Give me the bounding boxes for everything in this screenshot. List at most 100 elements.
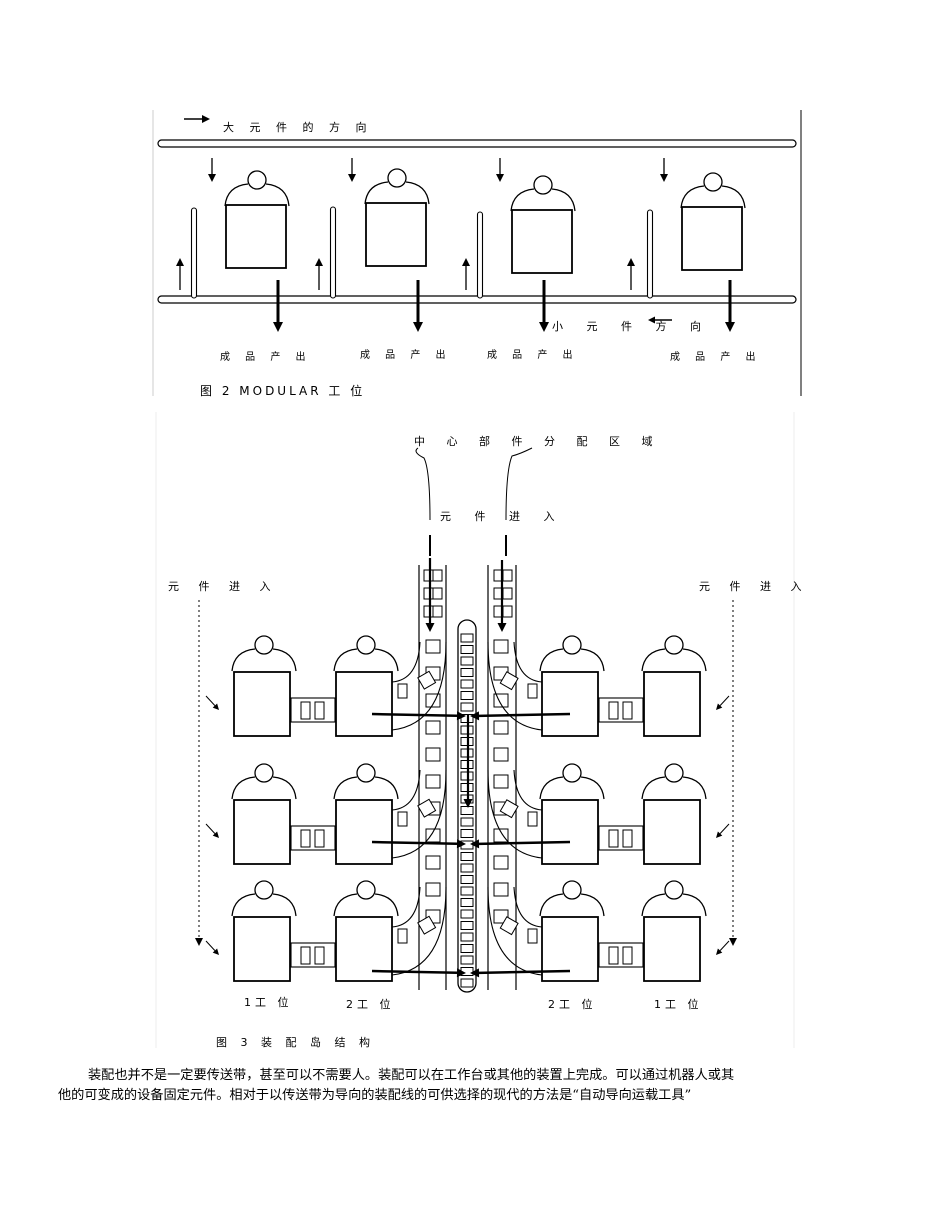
part-box — [300, 946, 311, 965]
f3-worker-3-4 — [641, 880, 707, 917]
f3-worker-1-2 — [333, 635, 399, 672]
part-box — [432, 587, 443, 600]
part-box — [417, 798, 437, 818]
part-box — [397, 928, 408, 944]
central-slot — [460, 921, 474, 930]
center-distribution-label: 中 心 部 件 分 配 区 域 — [414, 435, 662, 448]
f3-worker-1-3 — [539, 635, 605, 672]
right-feed-arrow-icon-1 — [470, 711, 571, 721]
curved-lane — [391, 641, 447, 731]
part-box — [423, 605, 434, 618]
central-slot — [460, 679, 474, 689]
station-label-3: 2工 位 — [548, 998, 597, 1011]
central-slot — [460, 633, 474, 643]
right-diag-arrow-icon-2 — [716, 823, 730, 838]
up-arrow-icon-4 — [627, 258, 635, 290]
station-label-4: 1工 位 — [654, 998, 703, 1011]
part-box — [425, 855, 441, 870]
part-box — [425, 639, 441, 654]
part-box — [425, 720, 441, 735]
central-slot — [460, 702, 474, 712]
f3-worker-2-2 — [333, 763, 399, 800]
left-diag-arrow-icon-3 — [205, 940, 219, 955]
part-box — [493, 855, 509, 870]
part-box — [502, 605, 513, 618]
right-diag-arrow-icon-1 — [716, 695, 730, 710]
part-box — [622, 829, 633, 848]
left-diag-arrow-icon-1 — [205, 695, 219, 710]
part-box — [608, 829, 619, 848]
part-box — [432, 569, 443, 582]
output-arrow-icon-3 — [539, 280, 549, 332]
station-label-2: 2工 位 — [346, 998, 395, 1011]
central-slot — [460, 898, 474, 907]
f3-workbench-3-4 — [643, 916, 701, 982]
central-slot — [460, 691, 474, 700]
central-slot — [460, 932, 474, 942]
workbench-1 — [225, 204, 287, 269]
central-slot — [460, 978, 474, 988]
figure-3-caption: 图 3 装 配 岛 结 构 — [216, 1036, 375, 1049]
f3-worker-2-4 — [641, 763, 707, 800]
left-feed-arrow-icon-3 — [371, 968, 466, 978]
f3-worker-3-2 — [333, 880, 399, 917]
part-box — [397, 811, 408, 827]
central-slot — [460, 909, 474, 919]
output-label-1: 成 品 产 出 — [220, 352, 312, 363]
mini-conveyor-left-2 — [290, 825, 336, 851]
part-box — [432, 605, 443, 618]
f3-workbench-1-2 — [335, 671, 393, 737]
body-text-line-1: 装配也并不是一定要传送带，甚至可以不需要人。装配可以在工作台或其他的装置上完成。… — [88, 1068, 735, 1083]
workbench-3 — [511, 209, 573, 274]
small-component-direction-label: 小 元 件 方 向 — [552, 320, 711, 333]
mini-conveyor-left-3 — [290, 942, 336, 968]
part-box — [300, 701, 311, 720]
output-label-2: 成 品 产 出 — [360, 350, 452, 361]
worker-4 — [680, 172, 746, 209]
central-slot — [460, 829, 474, 838]
part-box — [493, 828, 509, 843]
down-arrow-icon-2 — [348, 158, 356, 182]
right-diag-arrow-icon-3 — [716, 940, 730, 955]
central-slot — [460, 886, 474, 896]
f3-worker-1-1 — [231, 635, 297, 672]
left-feed-arrow-icon-2 — [371, 839, 466, 849]
part-box — [622, 946, 633, 965]
f3-workbench-2-2 — [335, 799, 393, 865]
direction-arrow-icon — [184, 115, 210, 123]
f3-workbench-1-3 — [541, 671, 599, 737]
f3-workbench-1-4 — [643, 671, 701, 737]
up-arrow-icon-3 — [462, 258, 470, 290]
curved-lane — [391, 886, 421, 928]
curved-lane — [513, 886, 543, 928]
part-box — [527, 683, 538, 699]
figure-2-caption: 图 2 MODULAR 工 位 — [200, 384, 366, 398]
workbench-2 — [365, 202, 427, 267]
curved-lane — [391, 769, 447, 859]
f3-workbench-3-1 — [233, 916, 291, 982]
part-box — [314, 946, 325, 965]
part-box — [417, 915, 437, 935]
central-slot — [460, 852, 474, 861]
big-component-direction-label: 大 元 件 的 方 向 — [223, 121, 373, 134]
central-slot — [460, 863, 474, 873]
down-arrow-icon-4 — [660, 158, 668, 182]
mini-conveyor-left-1 — [290, 697, 336, 723]
worker-1 — [224, 170, 290, 207]
output-arrow-icon-1 — [273, 280, 283, 332]
right-brace — [505, 447, 533, 521]
central-slot — [460, 817, 474, 827]
part-box — [425, 828, 441, 843]
part-box — [417, 670, 437, 690]
mini-conveyor-right-3 — [598, 942, 644, 968]
central-slot — [460, 944, 474, 953]
f3-worker-3-3 — [539, 880, 605, 917]
part-box — [499, 916, 519, 936]
center-down-arrow-icon-2 — [497, 560, 507, 632]
small-direction-arrow-icon — [648, 316, 672, 324]
part-box — [527, 928, 538, 944]
right-entry-label: 元 件 进 入 — [699, 580, 810, 593]
side-rail-4 — [646, 209, 654, 299]
part-box — [502, 569, 513, 582]
